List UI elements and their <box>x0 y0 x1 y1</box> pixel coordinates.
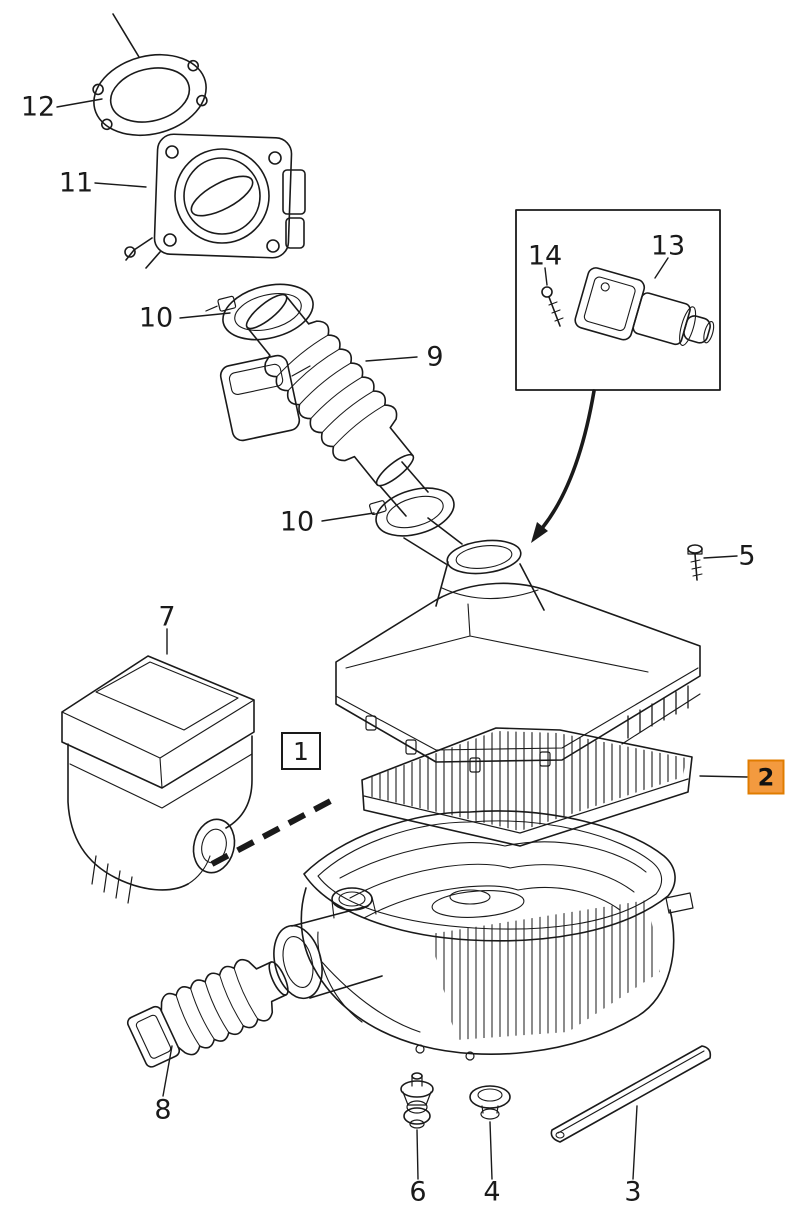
part-cover-screw <box>687 544 703 581</box>
inset-box <box>515 209 721 391</box>
leader-line <box>699 775 748 778</box>
inset-arrow <box>531 389 596 543</box>
part-rubber-mount <box>400 1072 434 1129</box>
callout-1-boxed[interactable]: 1 <box>281 732 321 770</box>
leader-line <box>416 1129 419 1180</box>
part-air-filter-element <box>361 727 693 847</box>
leader-line <box>94 182 147 188</box>
pointer-line-top <box>112 13 140 58</box>
leader-line <box>654 257 669 279</box>
leader-line <box>162 1045 173 1097</box>
part-hose-clamp-lower <box>368 487 455 537</box>
leader-line <box>544 267 548 286</box>
callout-7: 7 <box>158 601 176 633</box>
leader-line <box>703 555 738 559</box>
callout-3: 3 <box>624 1176 642 1208</box>
callout-9: 9 <box>426 341 444 373</box>
part-maf-sensor <box>574 267 715 346</box>
part-air-cleaner-housing <box>273 810 694 1061</box>
part-sensor-screw <box>541 286 564 327</box>
dashed-connection-line <box>210 793 342 867</box>
part-grommet <box>469 1085 511 1120</box>
part-bellows-hose <box>126 959 289 1068</box>
part-trim-strip <box>550 1045 712 1143</box>
callout-8: 8 <box>154 1094 172 1126</box>
callout-4: 4 <box>483 1176 501 1208</box>
leader-line <box>321 512 375 522</box>
callout-14: 14 <box>527 240 563 272</box>
part-hose-clamp-upper <box>205 283 314 341</box>
leader-line <box>489 1121 493 1180</box>
leader-line <box>56 98 103 108</box>
callout-13: 13 <box>650 230 686 262</box>
callout-10-upper: 10 <box>138 302 174 334</box>
leader-line <box>179 312 231 319</box>
leader-line <box>632 1105 638 1180</box>
callout-10-lower: 10 <box>279 506 315 538</box>
part-gasket <box>92 53 208 137</box>
part-throttle-body <box>124 133 306 269</box>
part-intake-hose <box>219 293 429 517</box>
callout-5: 5 <box>738 540 756 572</box>
callout-2-highlighted[interactable]: 2 <box>747 759 785 795</box>
callout-11: 11 <box>58 167 94 199</box>
part-intake-duct <box>61 655 255 904</box>
leader-line <box>365 356 418 362</box>
leader-lines <box>56 98 748 1180</box>
callout-6: 6 <box>409 1176 427 1208</box>
callout-12: 12 <box>20 91 56 123</box>
